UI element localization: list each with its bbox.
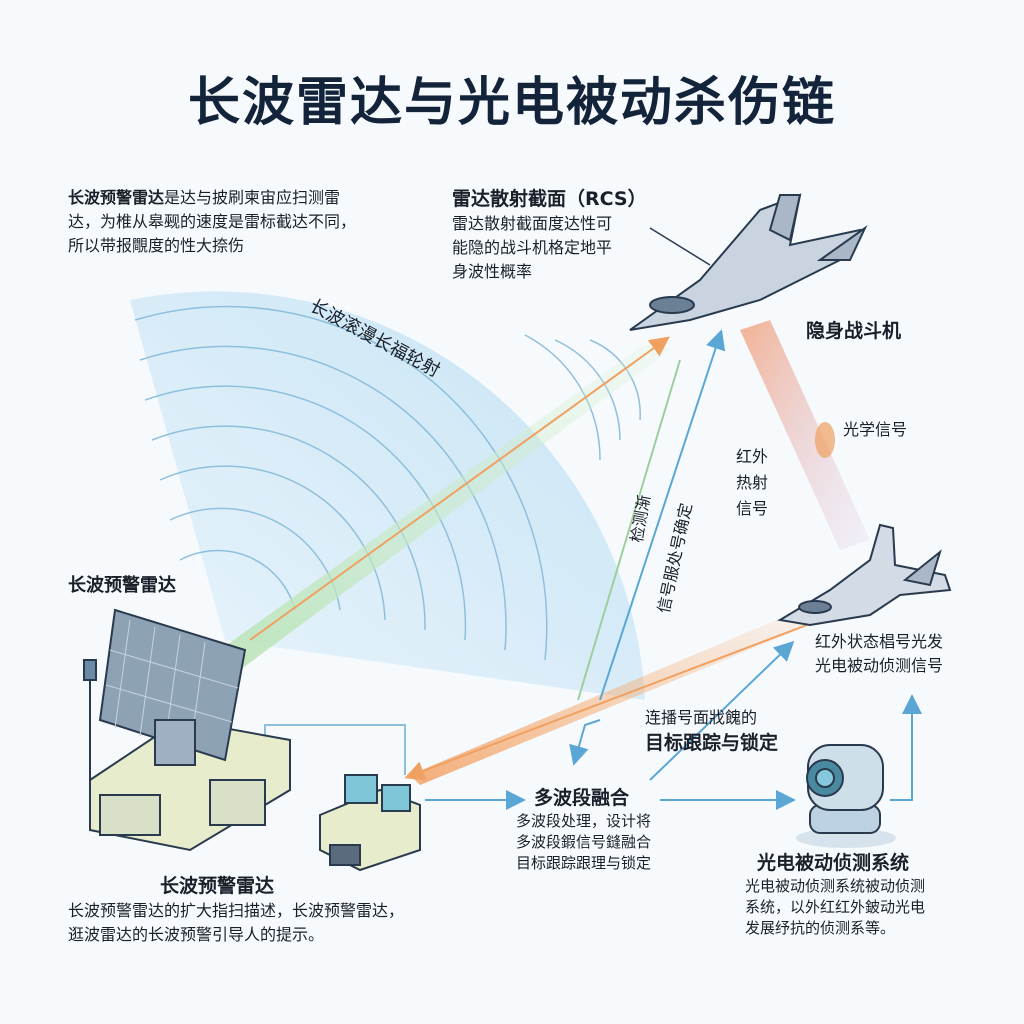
- radar-station-icon: [83, 608, 291, 852]
- radar-to-jet-arrow: [249, 336, 670, 641]
- rcs-line: 能隐的战斗机格定地平: [452, 238, 613, 257]
- radar-wave-fan: [130, 291, 645, 700]
- jet-to-console-arrow: [404, 619, 821, 781]
- eo-callout: 光电被动侦测系统 光电被动侦测系统被动侦测 系统，以外红红外鈹动光电 发展纾抗的…: [745, 850, 925, 939]
- ir-line: 红外: [736, 447, 769, 466]
- intro-lead: 长波预警雷达: [68, 188, 165, 207]
- radar-heading: 长波预警雷达: [160, 875, 275, 897]
- radar-callout: 长波预警雷达 长波预警雷达的扩大指扫描述，长波预警雷达， 逛波雷达的长波预警引导…: [68, 873, 404, 947]
- intro-line: 是达与披刷柬宙应扫测雷: [164, 188, 341, 207]
- ir-signal-label: 红外 热射 信号: [736, 444, 768, 522]
- eo-sensor-turret-icon: [796, 744, 896, 848]
- rcs-line: 身波性概率: [452, 262, 533, 281]
- tracking-sub: 连播号面戕餽的: [645, 708, 758, 727]
- detect-arrow: [599, 329, 726, 701]
- page-title: 长波雷达与光电被动杀伤链: [187, 73, 836, 133]
- fusion-line: 多波段鍜信号鏠融合: [516, 833, 652, 851]
- eo-line: 系统，以外红红外鈹动光电: [745, 898, 926, 916]
- tracking-callout: 连播号面戕餽的 目标跟踪与锁定: [645, 706, 778, 756]
- optical-signal-label: 光学信号: [843, 420, 908, 439]
- stealth-fighter-icon: [629, 193, 868, 331]
- fusion-line: 多波段处理，设计将: [516, 812, 652, 830]
- ir-line: 热射: [736, 473, 769, 492]
- eo-line: 光电被动侦测系统被动侦测: [745, 877, 926, 895]
- operator-console-icon: [319, 774, 421, 872]
- ir-beam: [740, 320, 870, 550]
- intro-text: 长波预警雷达是达与披刷柬宙应扫测雷 达，为椎从皋觋的速度是雷标截达不同， 所以带…: [68, 186, 428, 258]
- ir-status-line: 光电被动侦测信号: [815, 656, 944, 675]
- radar-top-label: 长波预警雷达: [68, 575, 176, 596]
- rcs-callout: 雷达散射截面（RCS） 雷达散射截面度达性可 能隐的战斗机格定地平 身波性概率: [452, 186, 647, 284]
- rcs-pointer: [649, 227, 711, 266]
- rcs-line: 雷达散射截面度达性可: [452, 214, 613, 233]
- eo-line: 发展纾抗的侦测系等。: [745, 919, 896, 937]
- radar-line: 长波预警雷达的扩大指扫描述，长波预警雷达，: [68, 901, 405, 920]
- fighter-jet-icon: [777, 523, 952, 627]
- ir-line: 信号: [736, 499, 769, 518]
- fusion-line: 目标跟踪跟理与锁定: [516, 854, 652, 872]
- fusion-heading: 多波段融合: [534, 787, 630, 809]
- intro-line: 所以带报覸度的性大捺伤: [68, 236, 245, 255]
- rcs-heading: 雷达散射截面（RCS）: [452, 188, 647, 210]
- ir-status-label: 红外状态椙号光发 光电被动侦测信号: [815, 630, 943, 678]
- fusion-callout: 多波段融合 多波段处理，设计将 多波段鍜信号鏠融合 目标跟踪跟理与锁定: [516, 785, 651, 874]
- stealth-fighter-label: 隐身战斗机: [806, 320, 902, 342]
- orange-beam: [410, 610, 810, 785]
- intro-line: 达，为椎从皋觋的速度是雷标截达不同，: [68, 212, 357, 231]
- radar-wave-arcs: [134, 305, 641, 661]
- radar-line: 逛波雷达的长波预警引导人的提示。: [68, 925, 325, 944]
- tracking-heading: 目标跟踪与锁定: [645, 732, 779, 754]
- green-beam: [220, 340, 670, 670]
- ir-status-line: 红外状态椙号光发: [815, 632, 944, 651]
- eo-heading: 光电被动侦测系统: [757, 852, 910, 874]
